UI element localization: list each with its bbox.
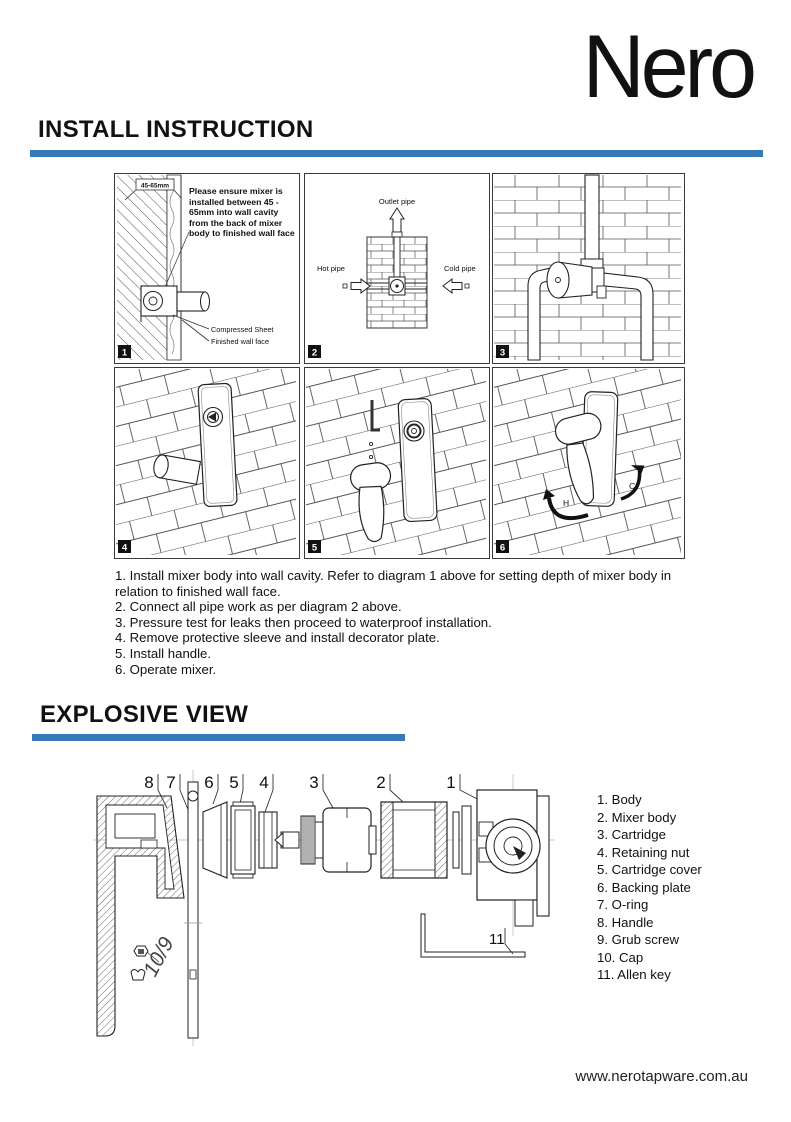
diagram-3-pressure-test: 3 [492, 173, 685, 364]
diagram-2-pipe-work: Outlet pipe Hot pipe Cold pipe 2 [304, 173, 490, 364]
step-number: 1 [122, 348, 128, 359]
step-number: 5 [312, 543, 318, 554]
cold-arrow [442, 277, 463, 295]
step-badge [118, 345, 131, 358]
o-ring-plate [187, 781, 199, 1039]
callout-1: 1 [446, 773, 455, 792]
o-ring [187, 790, 199, 802]
step-badge [308, 540, 321, 553]
brick-wall [306, 369, 486, 555]
part-item: 2. Mixer body [597, 809, 677, 825]
part-item: 11. Allen key [597, 967, 671, 982]
nero-logo: Nero [582, 17, 757, 117]
part-item: 6. Backing plate [597, 879, 691, 895]
step-5: 5. Install handle. [115, 645, 212, 661]
compressed-sheet-label: Compressed Sheet [211, 325, 273, 334]
step-badge [496, 540, 509, 553]
wall-hatch [117, 175, 167, 360]
callout-7: 7 [166, 773, 175, 792]
diagram-4-decorator-plate: 4 [114, 367, 300, 559]
step-1: 1. Install mixer body into wall cavity. … [115, 568, 672, 599]
hot-pipe-label: Hot pipe [317, 264, 345, 273]
outlet-pipe [584, 174, 600, 262]
mixer-body [380, 801, 448, 879]
grub-screw-dot [368, 454, 374, 460]
diagram-6-drawing: H C 6 [494, 369, 681, 555]
compressed-sheet [166, 174, 182, 361]
callout-11: 11 [489, 931, 505, 948]
part-item: 5. Cartridge cover [597, 862, 702, 877]
cold-pipe-label: Cold pipe [444, 264, 476, 273]
part-item: 4. Retaining nut [597, 844, 690, 860]
step-6: 6. Operate mixer. [115, 661, 217, 677]
diagram-1-drawing: 45-65mm Compressed Sheet Finished wall f… [117, 174, 273, 361]
instruction-steps: 1. Install mixer body into wall cavity. … [115, 568, 707, 677]
diagram-5-install-handle: 5 [304, 367, 490, 559]
outlet-pipe-label: Outlet pipe [379, 197, 415, 206]
explosive-view-heading: EXPLOSIVE VIEW [40, 701, 249, 728]
decorator-plate [197, 382, 238, 508]
outlet-arrow [389, 207, 405, 233]
grub-screw [130, 969, 146, 981]
finished-wall-face-label: Finished wall face [211, 337, 269, 346]
part-item: 1. Body [597, 792, 642, 807]
spindle [280, 831, 300, 849]
step-4: 4. Remove protective sleeve and install … [115, 630, 440, 646]
allen-key [420, 913, 526, 958]
step-badge [118, 540, 131, 553]
blue-divider-explosive [32, 734, 405, 741]
part-item: 10. Cap [597, 949, 644, 965]
handle [350, 462, 392, 543]
handle [554, 412, 602, 505]
cartridge [300, 807, 377, 873]
callout-5: 5 [229, 773, 238, 792]
dimension-label: 45-65mm [141, 183, 169, 190]
callout-2: 2 [376, 773, 385, 792]
hot-arrow [350, 277, 371, 295]
callout-3: 3 [309, 773, 318, 792]
step-badge [308, 345, 321, 358]
diagram-3-drawing: 3 [494, 174, 681, 361]
step-badge [496, 345, 509, 358]
install-instruction-heading: INSTALL INSTRUCTION [38, 116, 314, 143]
diagram-4-drawing: 4 [116, 369, 296, 555]
protective-sleeve [153, 454, 202, 485]
callout-6: 6 [204, 773, 213, 792]
step-number: 6 [500, 543, 505, 554]
diagram-6-operate-mixer: H C 6 [492, 367, 685, 559]
step-2: 2. Connect all pipe work as per diagram … [115, 599, 402, 615]
hot-letter: H [563, 498, 569, 508]
callout-10-9: 10/9 [139, 933, 179, 980]
diagram-1-setting-depth: 45-65mm Compressed Sheet Finished wall f… [114, 173, 300, 364]
part-item: 9. Grub screw [597, 932, 680, 947]
website-url: www.nerotapware.com.au [575, 1068, 748, 1085]
cold-letter: C [629, 481, 635, 491]
diagram-2-drawing: Outlet pipe Hot pipe Cold pipe 2 [308, 197, 476, 359]
blue-divider-top [30, 150, 763, 157]
backing-plate [202, 801, 228, 879]
step-number: 2 [312, 348, 317, 359]
callout-8: 8 [144, 773, 153, 792]
part-item: 8. Handle [597, 914, 654, 930]
diagram-5-drawing: 5 [306, 369, 486, 555]
step-3: 3. Pressure test for leaks then proceed … [115, 614, 492, 630]
handle-section [96, 795, 185, 1037]
callout-4: 4 [259, 773, 268, 792]
hot-rotation-arrow [547, 497, 589, 521]
parts-list: 1. Body 2. Mixer body 3. Cartridge 4. Re… [597, 791, 702, 984]
step-number: 3 [500, 348, 505, 359]
part-item: 7. O-ring [597, 897, 649, 912]
decorator-plate [397, 398, 438, 523]
part-item: 3. Cartridge [597, 827, 666, 842]
outlet-pipe [393, 236, 401, 280]
step-number: 4 [122, 543, 128, 554]
depth-note: Please ensure mixer is installed between… [189, 186, 295, 239]
body [476, 789, 550, 927]
allen-key [370, 400, 380, 432]
grub-screw-dot [368, 441, 374, 447]
exploded-view-drawing: 8 7 6 5 4 3 2 1 10/9 [93, 770, 555, 1046]
